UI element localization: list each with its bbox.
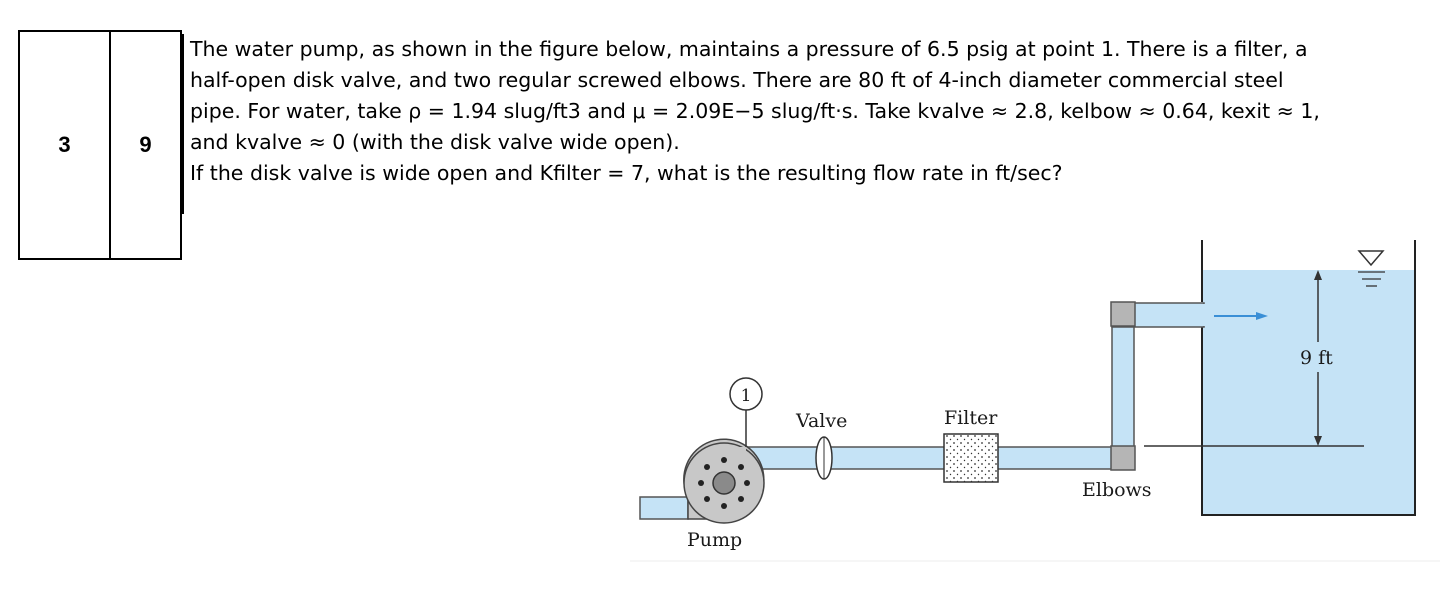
problem-line: pipe. For water, take ρ = 1.94 slug/ft3 … (190, 99, 1320, 123)
dimension-arrow-top (1314, 270, 1322, 280)
height-label: 9 ft (1300, 347, 1333, 369)
horizontal-pipe (739, 446, 1113, 470)
dimension-arrow-bottom (1314, 436, 1322, 446)
filter-label: Filter (944, 407, 998, 429)
filter-media (944, 434, 998, 482)
problem-line: If the disk valve is wide open and Kfilt… (190, 161, 1063, 185)
problem-number-cell: 3 (20, 32, 111, 258)
tank-water (1202, 270, 1415, 515)
elbows-label: Elbows (1082, 479, 1152, 501)
elbow-bottom (1110, 445, 1136, 471)
free-surface-icon (1357, 250, 1385, 267)
point-1-label: 1 (741, 386, 752, 406)
pump-outlet-neck (724, 447, 746, 469)
problem-line: and kvalve ≈ 0 (with the disk valve wide… (190, 130, 680, 154)
valve-label: Valve (795, 410, 847, 432)
pump-label: Pump (687, 529, 742, 551)
pump-bolts-icon (698, 457, 750, 509)
inlet-pipe (639, 496, 689, 520)
elbow-top (1110, 301, 1136, 327)
problem-value-cell: 9 (139, 132, 152, 157)
flow-arrow-head (1256, 312, 1268, 320)
pipe-tank-joint (1196, 304, 1206, 326)
problem-number-table: 3 9 (18, 30, 182, 260)
point-1-marker (729, 377, 763, 411)
riser-pipe (1111, 302, 1135, 470)
tank-wall (1201, 240, 1416, 516)
problem-statement: The water pump, as shown in the figure b… (182, 34, 1442, 214)
pump-hub-icon (712, 471, 736, 495)
problem-line: half-open disk valve, and two regular sc… (190, 68, 1284, 92)
problem-line: The water pump, as shown in the figure b… (190, 37, 1308, 61)
